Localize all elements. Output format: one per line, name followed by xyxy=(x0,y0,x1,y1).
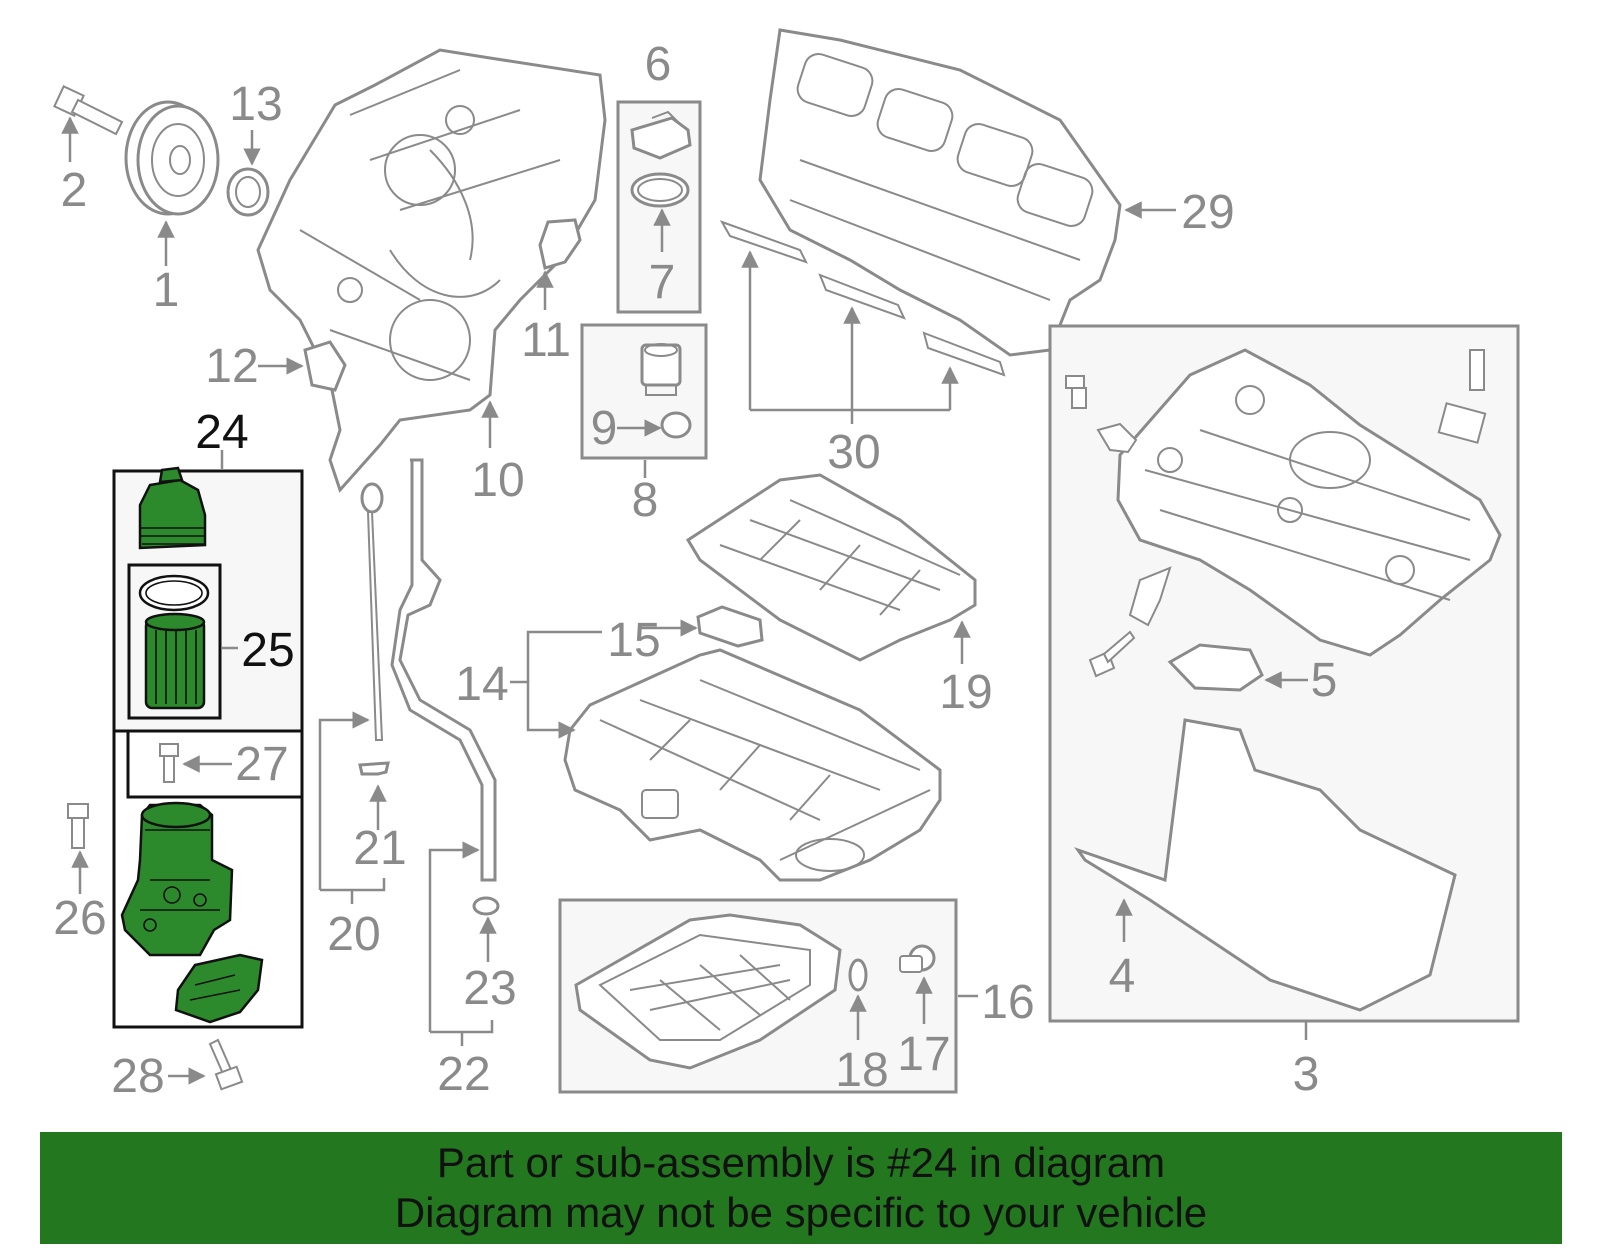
callout-19: 19 xyxy=(939,666,992,719)
valve-cover-bolt-part[interactable] xyxy=(1088,630,1136,678)
callout-labels: 1 2 3 4 5 6 7 8 9 10 11 12 13 14 15 16 1… xyxy=(53,38,1337,1103)
dipstick-part[interactable] xyxy=(360,482,384,741)
filter-element-part[interactable] xyxy=(144,612,206,710)
callout-23: 23 xyxy=(463,962,516,1015)
front-seal-part[interactable] xyxy=(226,167,270,217)
drain-plug-part[interactable] xyxy=(899,944,936,973)
crank-pulley-part[interactable] xyxy=(124,100,220,216)
intake-gasket-part[interactable] xyxy=(719,220,1006,377)
bolt-27-part[interactable] xyxy=(159,743,179,783)
valve-cover-seal-part[interactable] xyxy=(1096,422,1138,454)
callout-16: 16 xyxy=(981,976,1034,1029)
gasket-12-part[interactable] xyxy=(303,340,347,392)
callout-2: 2 xyxy=(61,164,88,217)
callout-27: 27 xyxy=(235,738,288,791)
breather-fitting-part[interactable] xyxy=(640,343,682,396)
callout-21: 21 xyxy=(353,822,406,875)
upper-oil-pan-part[interactable] xyxy=(563,648,942,882)
sensor-part[interactable] xyxy=(1437,349,1487,444)
intake-manifold-part[interactable] xyxy=(758,28,1122,357)
oil-filter-housing-part[interactable] xyxy=(120,801,234,957)
callout-18: 18 xyxy=(835,1044,888,1097)
oil-cooler-cover-part[interactable] xyxy=(174,953,264,1024)
oil-filler-cap-part[interactable] xyxy=(630,110,692,160)
callout-10: 10 xyxy=(471,454,524,507)
callout-29: 29 xyxy=(1181,186,1234,239)
oil-filter-assembly-box-lower xyxy=(112,731,304,1029)
callout-12: 12 xyxy=(205,340,258,393)
breather-seal-part[interactable] xyxy=(660,411,692,439)
footer-line-1: Part or sub-assembly is #24 in diagram xyxy=(436,1139,1166,1186)
callout-8: 8 xyxy=(632,474,659,527)
callout-14: 14 xyxy=(455,658,508,711)
filter-o-ring-part[interactable] xyxy=(138,574,210,612)
gasket-15-part[interactable] xyxy=(696,605,764,648)
callout-6: 6 xyxy=(645,38,672,91)
callout-24: 24 xyxy=(195,406,248,459)
oil-pan-part[interactable] xyxy=(574,913,842,1070)
callout-9: 9 xyxy=(591,402,618,455)
callout-4: 4 xyxy=(1109,950,1136,1003)
gasket-11-part[interactable] xyxy=(538,218,582,270)
callout-3: 3 xyxy=(1293,1048,1320,1101)
callout-7: 7 xyxy=(649,256,676,309)
pcv-valve-part[interactable] xyxy=(1065,375,1087,409)
gasket-5-part[interactable] xyxy=(1167,643,1264,692)
footer-banner: Part or sub-assembly is #24 in diagram D… xyxy=(40,1132,1562,1244)
bolt-26-part[interactable] xyxy=(67,803,89,849)
callout-11: 11 xyxy=(521,314,571,367)
cover-gasket-part[interactable] xyxy=(1074,718,1457,1012)
callout-13: 13 xyxy=(229,78,282,131)
footer-line-2: Diagram may not be specific to your vehi… xyxy=(394,1189,1208,1236)
callout-22: 22 xyxy=(437,1048,490,1101)
callout-25: 25 xyxy=(241,624,294,677)
callout-30: 30 xyxy=(827,426,880,479)
drain-washer-part[interactable] xyxy=(848,958,868,992)
callout-5: 5 xyxy=(1311,654,1338,707)
dipstick-tube-part[interactable] xyxy=(390,458,497,882)
crank-bolt-part[interactable] xyxy=(53,85,124,136)
bracket-part[interactable] xyxy=(1128,566,1172,627)
oil-filter-cap-part[interactable] xyxy=(138,466,207,550)
baffle-plate-part[interactable] xyxy=(685,473,977,662)
valve-cover-part[interactable] xyxy=(1116,348,1502,657)
timing-cover-part[interactable] xyxy=(256,48,607,493)
callout-28: 28 xyxy=(111,1050,164,1103)
callout-17: 17 xyxy=(897,1028,950,1081)
callout-20: 20 xyxy=(327,908,380,961)
tube-o-ring-part[interactable] xyxy=(472,896,500,916)
callout-26: 26 xyxy=(53,892,106,945)
dipstick-guide-part[interactable] xyxy=(358,761,390,776)
leader-lines xyxy=(61,116,1308,1085)
bolt-28-part[interactable] xyxy=(208,1038,244,1091)
callout-1: 1 xyxy=(153,264,180,317)
callout-15: 15 xyxy=(607,614,660,667)
oil-cap-seal-part[interactable] xyxy=(630,172,690,208)
